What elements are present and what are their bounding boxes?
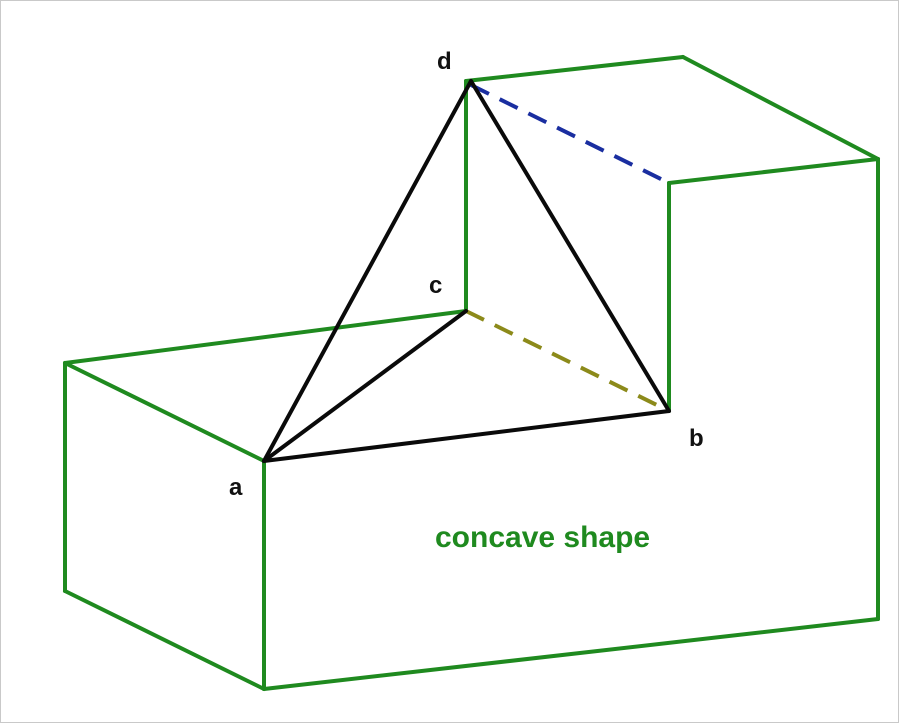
concave-solid-edges [63, 55, 880, 691]
diagram-caption: concave shape [435, 521, 650, 554]
edge-low-top-back [63, 309, 468, 365]
edge-a-d [262, 79, 473, 463]
dashed-edge-d-to-step [470, 83, 670, 185]
vertex-label-a: a [229, 474, 243, 501]
dashed-edge-c-to-b [465, 309, 670, 413]
edge-high-top-front [667, 157, 880, 185]
tetrahedron-edges [262, 79, 671, 463]
vertex-label-b: b [689, 425, 704, 452]
edge-bottom-front [262, 617, 880, 691]
edge-low-top-left [63, 361, 266, 463]
edge-high-top-right [681, 55, 880, 161]
edge-d-b [469, 79, 671, 413]
edge-a-b [262, 409, 671, 463]
edge-a-c [262, 309, 468, 463]
edge-bottom-left [63, 589, 266, 691]
edge-high-top-back [464, 55, 685, 83]
vertex-label-d: d [437, 48, 452, 75]
vertex-label-c: c [429, 272, 442, 299]
